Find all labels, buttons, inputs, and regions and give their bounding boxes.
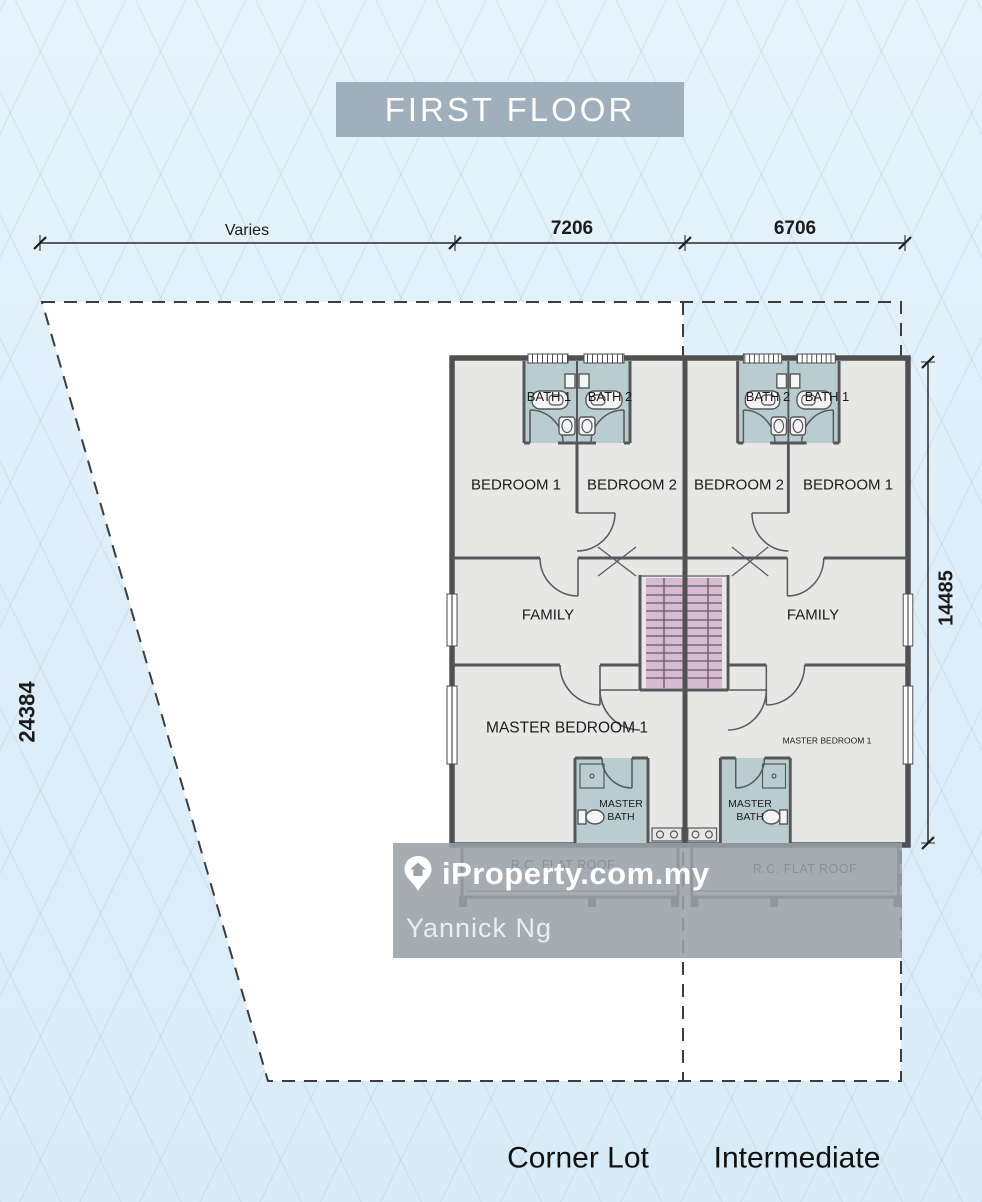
room-label-family-intermediate: FAMILY <box>786 606 840 624</box>
room-label-family-corner: FAMILY <box>521 606 575 624</box>
watermark-agent: Yannick Ng <box>406 913 553 943</box>
dimension-left-24384: 24384 <box>14 681 40 743</box>
toilet-icon <box>577 809 587 825</box>
footer-label-intermediate: Intermediate <box>713 1141 881 1175</box>
room-label-bedroom2-intermediate: BEDROOM 2 <box>693 476 785 494</box>
floor-title-bar: FIRST FLOOR <box>336 82 684 137</box>
stairs <box>646 578 722 688</box>
room-label-bedroom1-intermediate: BEDROOM 1 <box>802 476 894 494</box>
top-dimension-line <box>33 235 912 251</box>
master-bath-fill <box>575 758 648 843</box>
room-label-master-bedroom-corner: MASTER BEDROOM 1 <box>486 719 648 737</box>
dimension-right-14485: 14485 <box>935 570 958 626</box>
page-title: FIRST FLOOR <box>384 90 636 128</box>
footer-label-corner-lot: Corner Lot <box>507 1141 649 1175</box>
unit-interior-corner <box>446 353 685 907</box>
door-arcs <box>529 409 641 789</box>
windows <box>446 353 625 765</box>
shower-icon <box>579 763 605 789</box>
room-label-bath1-corner: BATH 1 <box>526 388 572 404</box>
bathroom-fixtures <box>531 373 623 436</box>
sink-icon <box>655 830 665 839</box>
toilet-icon <box>564 373 576 389</box>
vanity-counter <box>651 827 683 842</box>
dimension-top-7206: 7206 <box>550 218 594 240</box>
room-label-master-bath-intermediate: MASTER BATH <box>728 797 772 823</box>
right-dimension-line <box>921 355 935 850</box>
room-label-master-bedroom-intermediate: MASTER BEDROOM 1 <box>782 735 872 746</box>
watermark-brand-row: iProperty.com.my <box>403 855 710 893</box>
sink-icon <box>669 830 679 839</box>
dimension-top-6706: 6706 <box>773 218 817 240</box>
room-label-bath1-intermediate: BATH 1 <box>804 388 850 404</box>
room-label-bedroom1-corner: BEDROOM 1 <box>470 476 562 494</box>
watermark-overlay: iProperty.com.my Yannick Ng <box>393 843 902 958</box>
iproperty-pin-icon <box>404 856 432 891</box>
room-label-bath2-corner: BATH 2 <box>587 388 633 404</box>
room-label-bath2-intermediate: BATH 2 <box>745 388 791 404</box>
watermark-brand: iProperty.com.my <box>442 856 710 891</box>
room-label-bedroom2-corner: BEDROOM 2 <box>586 476 678 494</box>
toilet-icon <box>578 373 590 389</box>
room-label-master-bath-corner: MASTER BATH <box>599 797 643 823</box>
dimension-top-varies: Varies <box>224 222 270 239</box>
master-bath-fixtures <box>577 763 683 842</box>
stair-break-marks <box>597 546 637 577</box>
